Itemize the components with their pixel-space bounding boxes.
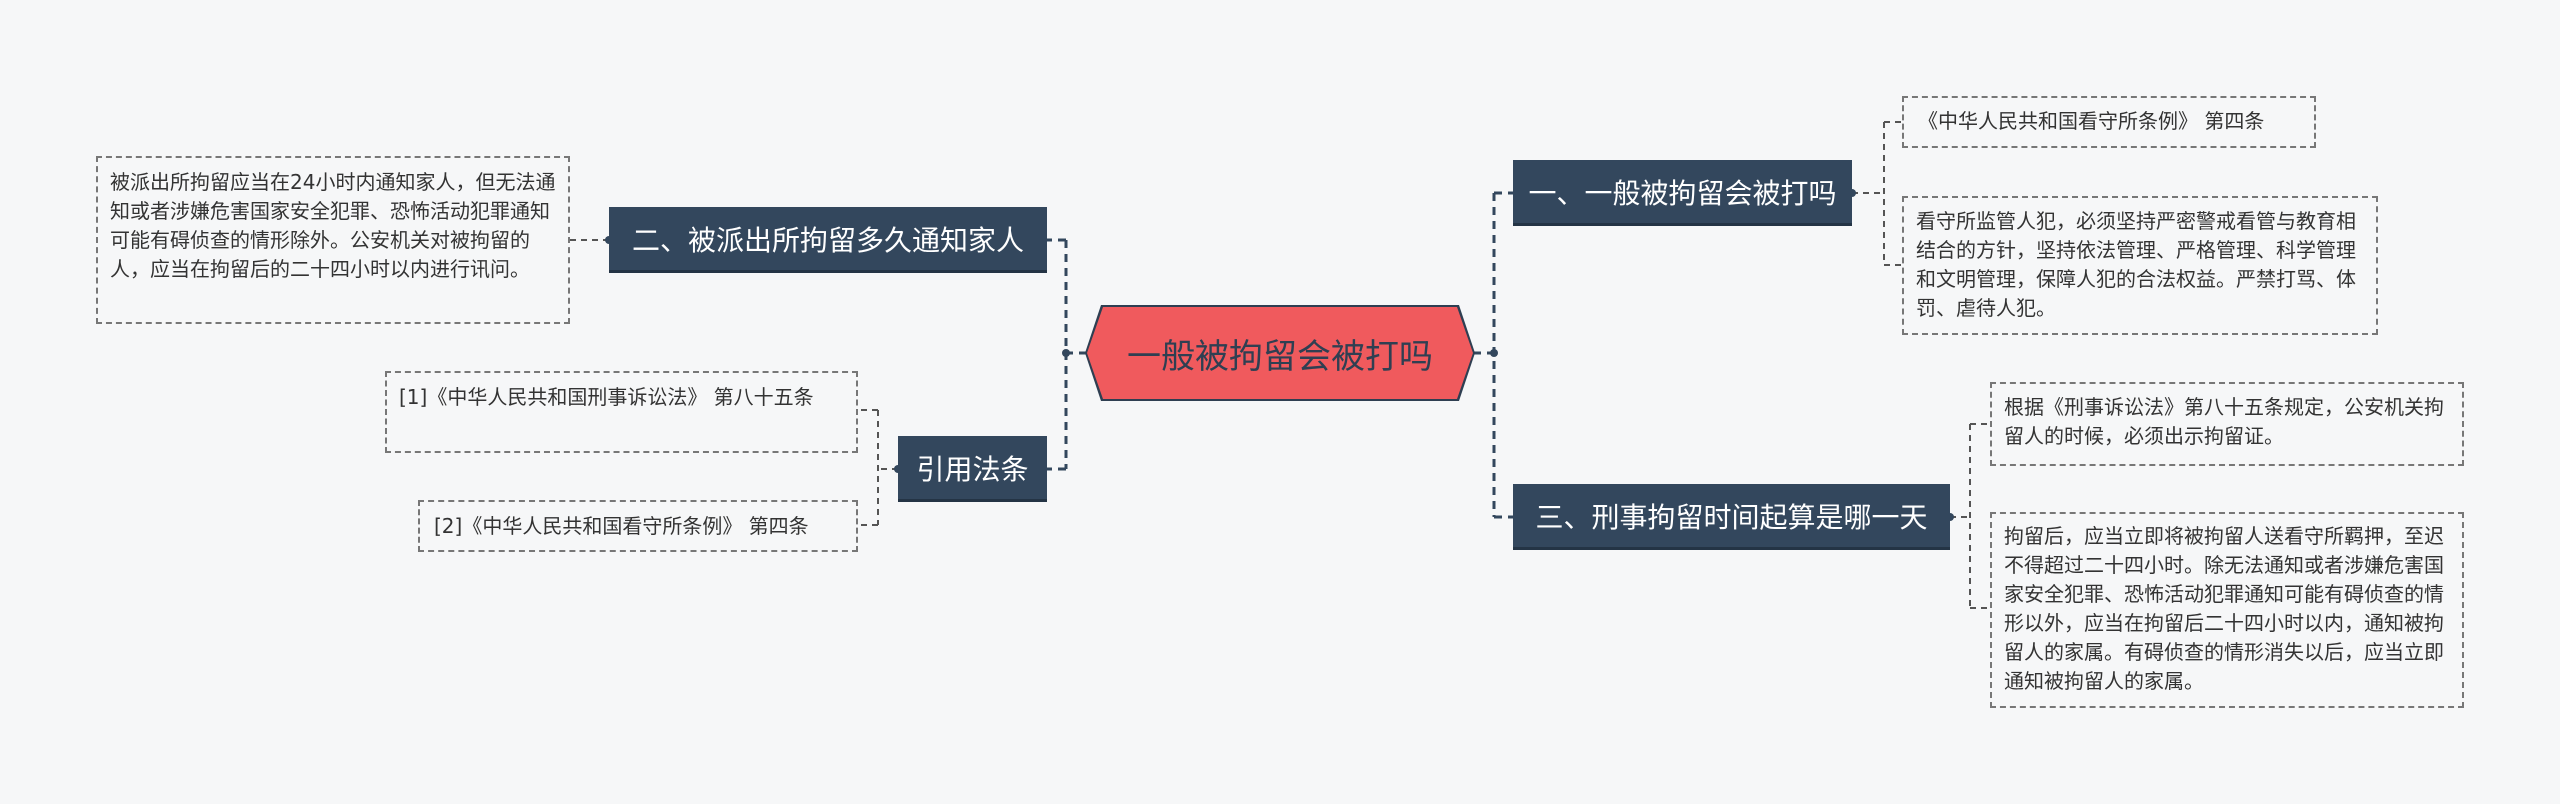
leaf-r2a[interactable]: 根据《刑事诉讼法》第八十五条规定，公安机关拘留人的时候，必须出示拘留证。	[1990, 382, 2464, 466]
branch-l2-label: 引用法条	[916, 452, 1029, 486]
leaf-l2b-text: [2]《中华人民共和国看守所条例》 第四条	[434, 514, 809, 538]
branch-r2[interactable]: 三、刑事拘留时间起算是哪一天	[1513, 484, 1950, 550]
branch-r1-label: 一、一般被拘留会被打吗	[1528, 176, 1837, 210]
leaf-l1a[interactable]: 被派出所拘留应当在24小时内通知家人，但无法通知或者涉嫌危害国家安全犯罪、恐怖活…	[96, 156, 570, 324]
leaf-l1a-text: 被派出所拘留应当在24小时内通知家人，但无法通知或者涉嫌危害国家安全犯罪、恐怖活…	[110, 170, 556, 281]
branch-l2[interactable]: 引用法条	[898, 436, 1047, 502]
branch-l1[interactable]: 二、被派出所拘留多久通知家人	[609, 207, 1047, 273]
leaf-r2b-text: 拘留后，应当立即将被拘留人送看守所羁押，至迟不得超过二十四小时。除无法通知或者涉…	[2004, 524, 2444, 693]
leaf-r1b-text: 看守所监管人犯，必须坚持严密警戒看管与教育相结合的方针，坚持依法管理、严格管理、…	[1916, 209, 2356, 320]
leaf-r1a-text: 《中华人民共和国看守所条例》 第四条	[1918, 109, 2265, 133]
connector-r1-leaves	[1852, 121, 1902, 266]
leaf-r2b[interactable]: 拘留后，应当立即将被拘留人送看守所羁押，至迟不得超过二十四小时。除无法通知或者涉…	[1990, 512, 2464, 708]
central-topic-label: 一般被拘留会被打吗	[1127, 336, 1433, 377]
branch-r2-label: 三、刑事拘留时间起算是哪一天	[1535, 500, 1928, 534]
leaf-l2a[interactable]: [1]《中华人民共和国刑事诉讼法》 第八十五条	[385, 371, 858, 453]
leaf-r1a[interactable]: 《中华人民共和国看守所条例》 第四条	[1902, 96, 2316, 148]
dot-center-left	[1062, 349, 1070, 357]
leaf-l2b[interactable]: [2]《中华人民共和国看守所条例》 第四条	[418, 500, 858, 552]
connector-r2-leaves	[1950, 423, 1990, 609]
leaf-r2a-text: 根据《刑事诉讼法》第八十五条规定，公安机关拘留人的时候，必须出示拘留证。	[2004, 395, 2444, 448]
branch-l1-label: 二、被派出所拘留多久通知家人	[631, 223, 1024, 257]
branch-r1[interactable]: 一、一般被拘留会被打吗	[1513, 160, 1852, 226]
dot-center-right	[1490, 349, 1498, 357]
central-topic[interactable]: 一般被拘留会被打吗	[1087, 307, 1473, 399]
leaf-l2a-text: [1]《中华人民共和国刑事诉讼法》 第八十五条	[399, 385, 814, 409]
connector-l2-leaves	[858, 409, 898, 526]
leaf-r1b[interactable]: 看守所监管人犯，必须坚持严密警戒看管与教育相结合的方针，坚持依法管理、严格管理、…	[1902, 196, 2378, 335]
